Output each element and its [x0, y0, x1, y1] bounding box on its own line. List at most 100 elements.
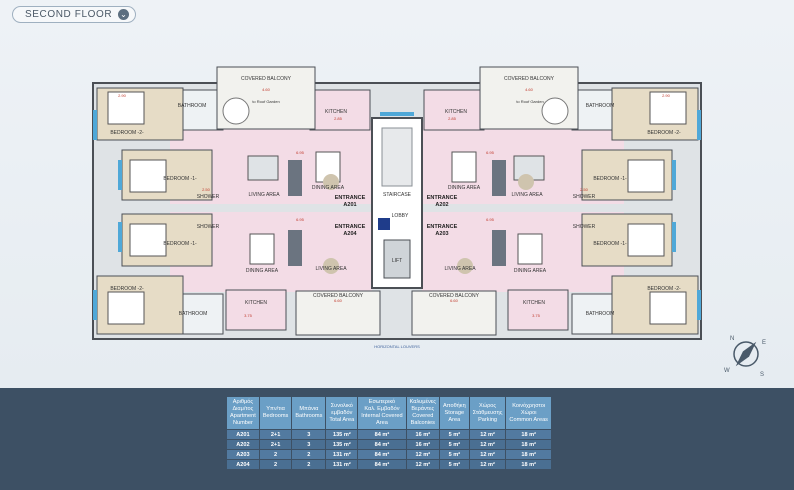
table-cell: 18 m²: [505, 449, 552, 460]
table-cell: A204: [226, 459, 260, 470]
label-lobby: LOBBY: [392, 213, 409, 219]
label-living-a202: LIVING AREA: [511, 192, 543, 198]
table-cell: 18 m²: [505, 439, 552, 450]
table-cell: A201: [226, 429, 260, 440]
label-covered-balcony-a203: COVERED BALCONY: [429, 293, 480, 299]
floor-plan: COVERED BALCONY COVERED BALCONY COVERED …: [92, 66, 702, 349]
label-entrance-a204: ENTRANCE: [335, 224, 366, 230]
dim-living-a202: 6.95: [486, 150, 495, 155]
label-kitchen-a204: KITCHEN: [245, 300, 267, 306]
table-cell: 12 m²: [405, 459, 440, 470]
table-cell: 2: [258, 459, 293, 470]
label-bedroom2-a201: BEDROOM -2-: [110, 130, 144, 136]
dim-kitchen-right: 2.85: [448, 116, 457, 121]
label-living-a204: LIVING AREA: [315, 266, 347, 272]
dim-bed-a201: 2.90: [118, 93, 127, 98]
table-row: A202 2+1 3 135 m² 84 m² 16 m² 5 m² 12 m²…: [226, 439, 552, 450]
compass-e: E: [762, 340, 766, 346]
table-row: A204 2 2 131 m² 84 m² 12 m² 5 m² 12 m² 1…: [226, 459, 552, 470]
label-shower-a202: SHOWER: [573, 194, 596, 200]
label-covered-balcony-a201: COVERED BALCONY: [241, 76, 292, 82]
dim-kitchen-a203: 3.75: [532, 313, 541, 318]
table-cell: 3: [291, 439, 327, 450]
compass-w: W: [724, 368, 730, 374]
label-dining-a203: DINING AREA: [514, 268, 547, 274]
dim-balcony-a204: 6.60: [334, 298, 343, 303]
label-bedroom1-a203: BEDROOM -1-: [593, 241, 627, 247]
table-cell: 12 m²: [468, 459, 507, 470]
dim-shower-a201: 2.50: [202, 187, 211, 192]
label-entrance-a202: ENTRANCE: [427, 195, 458, 201]
table-cell: 12 m²: [405, 449, 440, 460]
compass-rose: N E S W: [722, 330, 770, 378]
table-cell: 84 m²: [357, 459, 407, 470]
table-cell: 18 m²: [505, 459, 552, 470]
label-covered-balcony-a202: COVERED BALCONY: [504, 76, 555, 82]
label-a204: A204: [343, 231, 357, 237]
table-cell: 5 m²: [438, 459, 470, 470]
label-living-a201: LIVING AREA: [248, 192, 280, 198]
label-shower-a201: SHOWER: [197, 194, 220, 200]
compass-n: N: [730, 336, 734, 342]
table-cell: 12 m²: [468, 439, 507, 450]
compass-s: S: [760, 372, 764, 378]
table-row: A201 2+1 3 135 m² 84 m² 16 m² 5 m² 12 m²…: [226, 429, 552, 440]
dim-living-a203: 6.95: [486, 217, 495, 222]
label-bedroom2-a202: BEDROOM -2-: [647, 130, 681, 136]
table-cell: 5 m²: [438, 439, 470, 450]
label-bedroom1-a204: BEDROOM -1-: [163, 241, 197, 247]
table-cell: 2: [291, 459, 327, 470]
floor-selector-label: SECOND FLOOR: [25, 9, 113, 20]
label-bedroom1-a201: BEDROOM -1-: [163, 176, 197, 182]
dim-living-a201: 6.95: [296, 150, 305, 155]
label-kitchen-a203: KITCHEN: [523, 300, 545, 306]
table-cell: 16 m²: [405, 429, 440, 440]
table-cell: 3: [291, 429, 327, 440]
dim-balcony-a203: 6.60: [450, 298, 459, 303]
label-a201: A201: [343, 202, 356, 208]
table-cell: 12 m²: [468, 449, 507, 460]
dim-living-a204: 6.95: [296, 217, 305, 222]
label-kitchen-a201: KITCHEN: [325, 109, 347, 115]
table-cell: 18 m²: [505, 429, 552, 440]
floor-selector-button[interactable]: SECOND FLOOR ⌄: [12, 6, 137, 23]
table-cell: 135 m²: [325, 439, 359, 450]
table-cell: 5 m²: [438, 429, 470, 440]
label-covered-balcony-a204: COVERED BALCONY: [313, 293, 364, 299]
label-lift: LIFT: [392, 258, 402, 264]
label-shower-a204: SHOWER: [197, 224, 220, 230]
table-cell: 84 m²: [357, 449, 407, 460]
table-cell: 84 m²: [357, 429, 407, 440]
table-cell: A203: [226, 449, 260, 460]
plan-building: [92, 66, 702, 340]
label-bathroom-2: BATHROOM: [586, 103, 615, 109]
label-dining-a202: DINING AREA: [448, 185, 481, 191]
label-entrance-a201: ENTRANCE: [335, 195, 366, 201]
dim-shower-a202: 2.50: [580, 187, 589, 192]
table-cell: 2+1: [258, 439, 293, 450]
label-entrance-a203: ENTRANCE: [427, 224, 458, 230]
table-cell: 131 m²: [325, 449, 359, 460]
table-cell: 12 m²: [468, 429, 507, 440]
entrance-labels: ENTRANCE A201 ENTRANCE A202 ENTRANCE A20…: [335, 195, 458, 237]
label-bathroom-1: BATHROOM: [178, 103, 207, 109]
label-roof-garden-left: to Roof Garden: [252, 99, 279, 104]
plan-labels: COVERED BALCONY COVERED BALCONY COVERED …: [110, 76, 681, 349]
label-bedroom1-a202: BEDROOM -1-: [593, 176, 627, 182]
dim-kitchen-left: 2.85: [334, 116, 343, 121]
label-bedroom2-a203: BEDROOM -2-: [647, 286, 681, 292]
dim-balcony-left: 4.60: [262, 87, 271, 92]
dim-kitchen-a204: 3.75: [244, 313, 253, 318]
dim-balcony-right: 4.60: [525, 87, 534, 92]
label-shower-a203: SHOWER: [573, 224, 596, 230]
label-staircase: STAIRCASE: [383, 192, 412, 198]
